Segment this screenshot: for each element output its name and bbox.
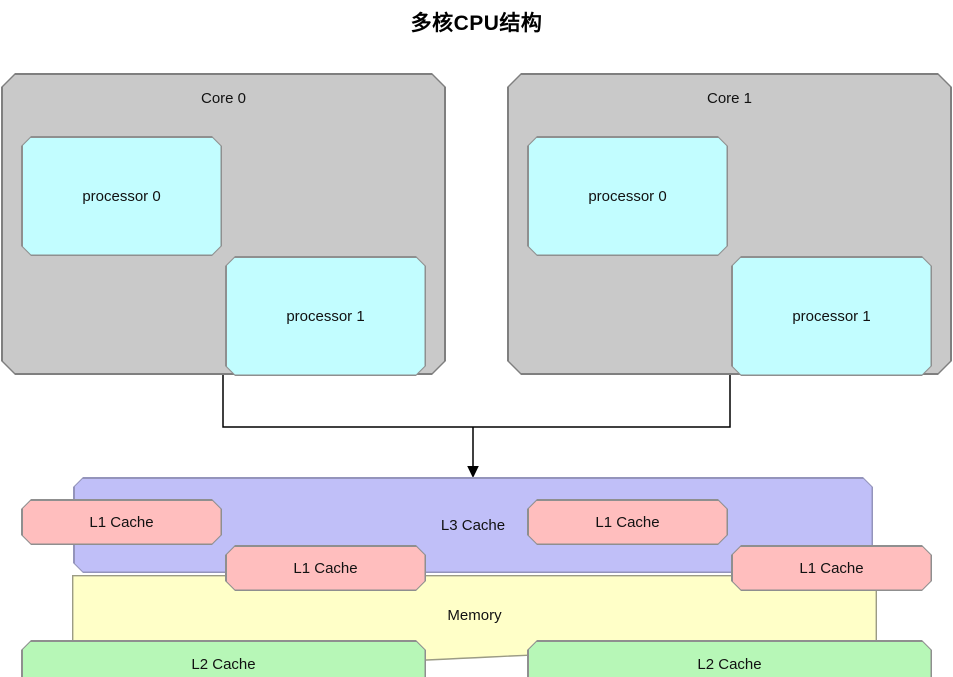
- core-0-l1-cache-1-label: L1 Cache: [293, 559, 358, 577]
- core-1-l2-cache-label: L2 Cache: [697, 655, 762, 673]
- core-0-l1-cache-0-label: L1 Cache: [89, 513, 154, 531]
- core-1-l1-cache-1-label: L1 Cache: [799, 559, 864, 577]
- core-1-processor-1-box: processor 1: [731, 256, 932, 376]
- core-1-processor-0-label: processor 0: [588, 187, 667, 205]
- core-0-processor-0-label: processor 0: [82, 187, 161, 205]
- core-bus-line: [222, 374, 731, 428]
- core-0-processor-0-box: processor 0: [21, 136, 222, 256]
- memory-label: Memory: [447, 606, 502, 624]
- core-1-l1-cache-0-box: L1 Cache: [527, 499, 728, 545]
- core-1-box: Core 1 processor 0 processor 1 L1 Cache …: [507, 73, 952, 673]
- l3-cache-label: L3 Cache: [440, 516, 506, 534]
- l3-cache-box: L3 Cache: [73, 477, 873, 573]
- core-1-processor-0-box: processor 0: [527, 136, 728, 256]
- core-0-l1-cache-1-box: L1 Cache: [225, 545, 426, 591]
- diagram-title: 多核CPU结构: [410, 12, 543, 35]
- arrowhead-down-icon: [467, 466, 479, 478]
- core-1-label: Core 1: [706, 90, 753, 107]
- memory-label-layer: Memory: [72, 575, 877, 655]
- core-1-l1-cache-0-label: L1 Cache: [595, 513, 660, 531]
- core-0-l1-cache-0-box: L1 Cache: [21, 499, 222, 545]
- core-1-processor-1-label: processor 1: [792, 307, 871, 325]
- core-1-l1-cache-1-box: L1 Cache: [731, 545, 932, 591]
- core-0-l2-cache-label: L2 Cache: [191, 655, 256, 673]
- core-0-processor-1-box: processor 1: [225, 256, 426, 376]
- core-0-box: Core 0 processor 0 processor 1 L1 Cache …: [1, 73, 446, 673]
- core-0-processor-1-label: processor 1: [286, 307, 365, 325]
- core-0-label: Core 0: [200, 90, 247, 107]
- core-1-l2-cache-box: L2 Cache: [527, 640, 932, 677]
- core-0-l2-cache-box: L2 Cache: [21, 640, 426, 677]
